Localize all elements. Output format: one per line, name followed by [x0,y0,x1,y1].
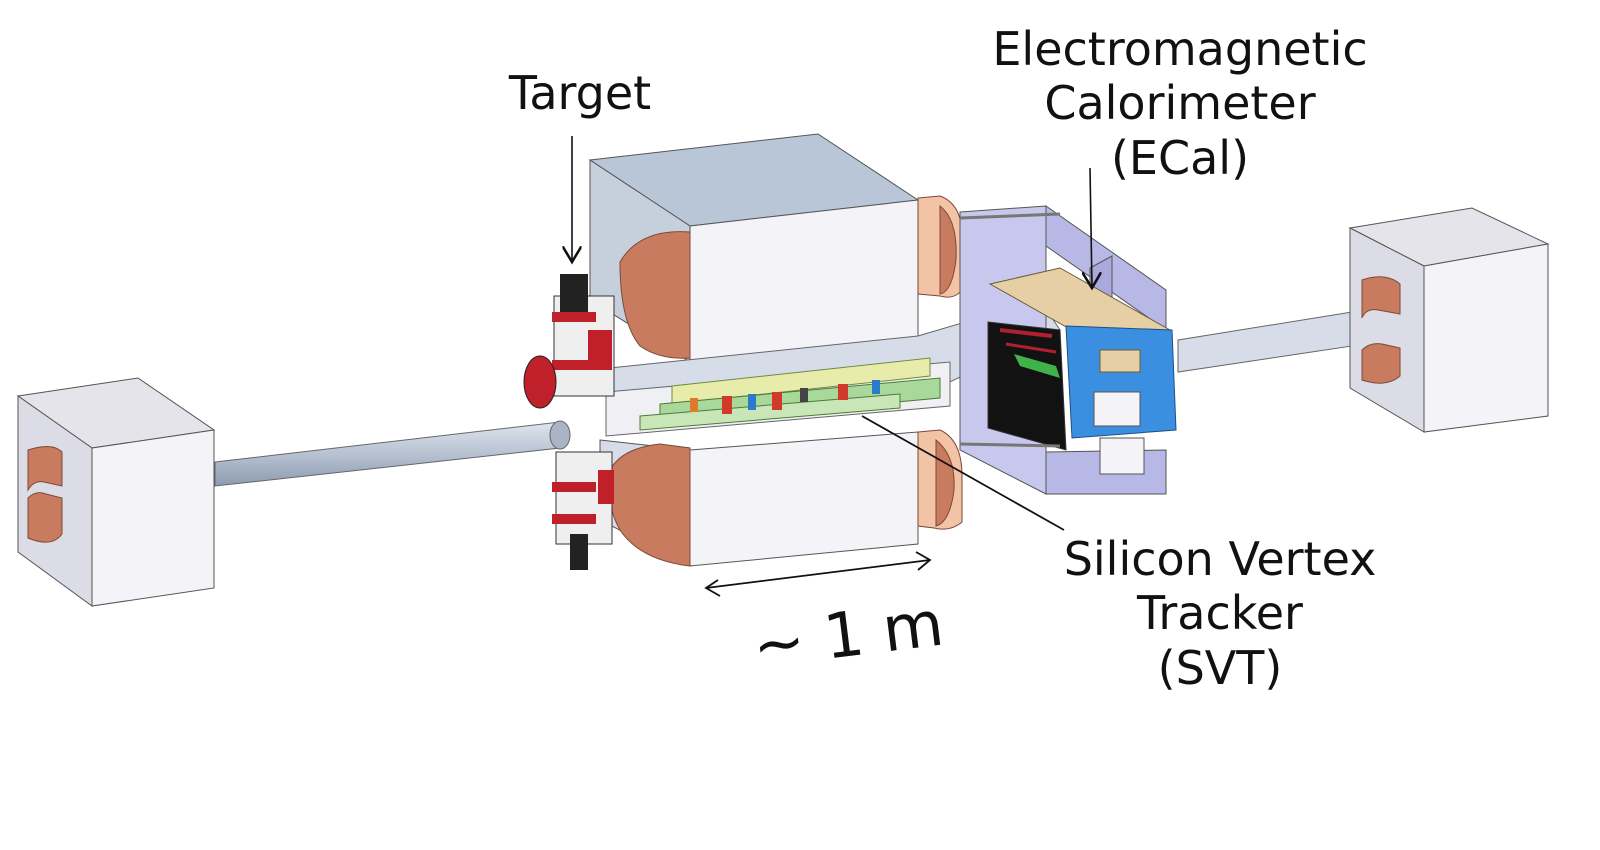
ecal-arrow [1090,167,1092,288]
ecal-label-line-3: (ECal) [1110,130,1250,185]
ecal-label: Electromagnetic Calorimeter (ECal) [960,22,1400,185]
svt-label: Silicon Vertex Tracker (SVT) [1040,532,1400,695]
dipole-magnet [588,133,1061,567]
svt-label-line-2: Tracker [1137,586,1303,641]
upstream-magnet-left [16,377,216,607]
target-assembly [523,274,615,570]
scale-bar [704,551,932,597]
ecal-assembly [959,205,1177,495]
svt-label-line-1: Silicon Vertex [1063,532,1377,586]
ecal-label-line-1: Electromagnetic [992,22,1368,76]
target-label: Target [508,66,652,120]
svt-leader-line [861,415,1065,531]
downstream-magnet-right [1348,207,1550,433]
ecal-label-line-2: Calorimeter [1044,76,1316,131]
svt-label-line-3: (SVT) [1157,640,1283,695]
beam-pipe-left [214,420,571,487]
